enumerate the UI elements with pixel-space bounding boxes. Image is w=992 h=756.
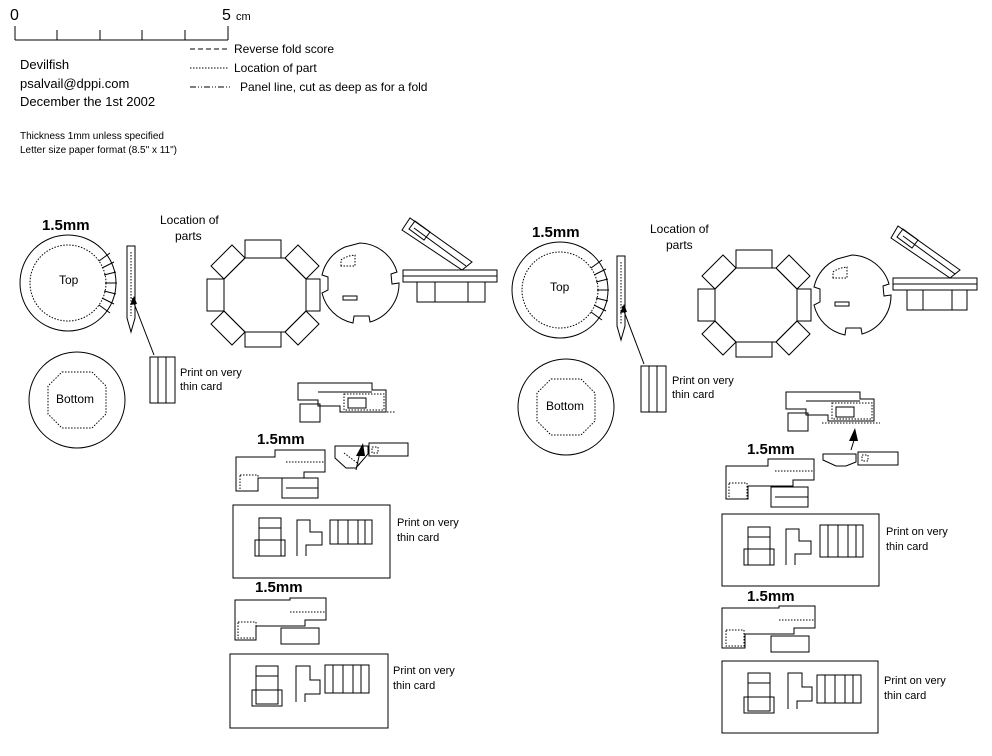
left-card-block-1: Print on very thin card — [232, 504, 459, 579]
left-location-label-1: Location of — [160, 213, 219, 227]
right-print-note-1b: thin card — [672, 389, 714, 401]
left-part-a: 1.5mm — [235, 382, 409, 499]
legend-location: Location of part — [234, 61, 317, 75]
scale-five-label: 5 — [222, 7, 231, 24]
right-bottom-disc: Bottom — [517, 358, 615, 456]
right-print-note-3a: Print on very — [884, 675, 946, 687]
left-top-label: Top — [59, 273, 79, 287]
right-print-note-2a: Print on very — [886, 526, 948, 538]
left-print-note-2a: Print on very — [397, 517, 459, 529]
right-print-note-2b: thin card — [886, 541, 928, 553]
right-assembled-view — [890, 225, 978, 311]
left-location-label-2: parts — [175, 229, 202, 243]
legend-reverse-fold: Reverse fold score — [234, 42, 334, 56]
thickness-note: Thickness 1mm unless specified — [20, 131, 164, 142]
left-bottom-label: Bottom — [56, 392, 94, 406]
model-name: Devilfish — [20, 57, 69, 72]
left-print-note-3a: Print on very — [393, 665, 455, 677]
right-card-block-1: Print on very thin card — [721, 513, 948, 587]
left-print-note-1b: thin card — [180, 381, 222, 393]
left-part-set: 1.5mm Top Bottom — [19, 213, 498, 729]
paper-format-note: Letter size paper format (8.5" x 11") — [20, 145, 177, 156]
left-slotted-disc — [321, 242, 400, 324]
legend-panel-line: Panel line, cut as deep as for a fold — [240, 80, 427, 94]
left-print-note-1a: Print on very — [180, 367, 242, 379]
left-card-block-2: Print on very thin card — [229, 653, 455, 729]
right-octagon-net — [697, 249, 812, 358]
left-octagon-net — [206, 239, 321, 348]
line-legend: Reverse fold score Location of part Pane… — [190, 42, 427, 94]
left-print-note-2b: thin card — [397, 532, 439, 544]
right-strip-part: Print on very thin card — [616, 255, 734, 413]
left-part-a-thickness: 1.5mm — [257, 431, 305, 448]
left-part-b-thickness: 1.5mm — [255, 579, 303, 596]
right-location-label-1: Location of — [650, 222, 709, 236]
right-part-a-thickness: 1.5mm — [747, 441, 795, 458]
right-part-b: 1.5mm — [721, 588, 816, 653]
left-assembled-view — [401, 217, 498, 303]
right-part-set: 1.5mm Top Bottom Print on v — [511, 222, 978, 734]
left-bottom-disc: Bottom — [28, 351, 126, 449]
date-text: December the 1st 2002 — [20, 94, 155, 109]
left-top-disc: Top — [19, 234, 117, 332]
left-part-b: 1.5mm — [234, 579, 327, 645]
right-print-note-1a: Print on very — [672, 375, 734, 387]
right-location-label-2: parts — [666, 238, 693, 252]
scale-unit-label: cm — [236, 11, 251, 23]
right-card-block-2: Print on very thin card — [721, 660, 946, 734]
author-email: psalvail@dppi.com — [20, 76, 129, 91]
info-block: Devilfish psalvail@dppi.com December the… — [20, 57, 177, 156]
right-part-a: 1.5mm — [725, 391, 899, 508]
right-top-label: Top — [550, 280, 570, 294]
left-print-note-3b: thin card — [393, 680, 435, 692]
right-bottom-label: Bottom — [546, 399, 584, 413]
scale-zero-label: 0 — [10, 7, 19, 24]
left-disc-thickness: 1.5mm — [42, 217, 90, 234]
left-strip-part: Print on very thin card — [126, 245, 242, 404]
right-disc-thickness: 1.5mm — [532, 224, 580, 241]
scale-bar: 0 5 cm — [10, 7, 251, 41]
right-print-note-3b: thin card — [884, 690, 926, 702]
right-part-b-thickness: 1.5mm — [747, 588, 795, 605]
right-top-disc: Top — [511, 241, 609, 339]
right-slotted-disc — [813, 254, 892, 336]
